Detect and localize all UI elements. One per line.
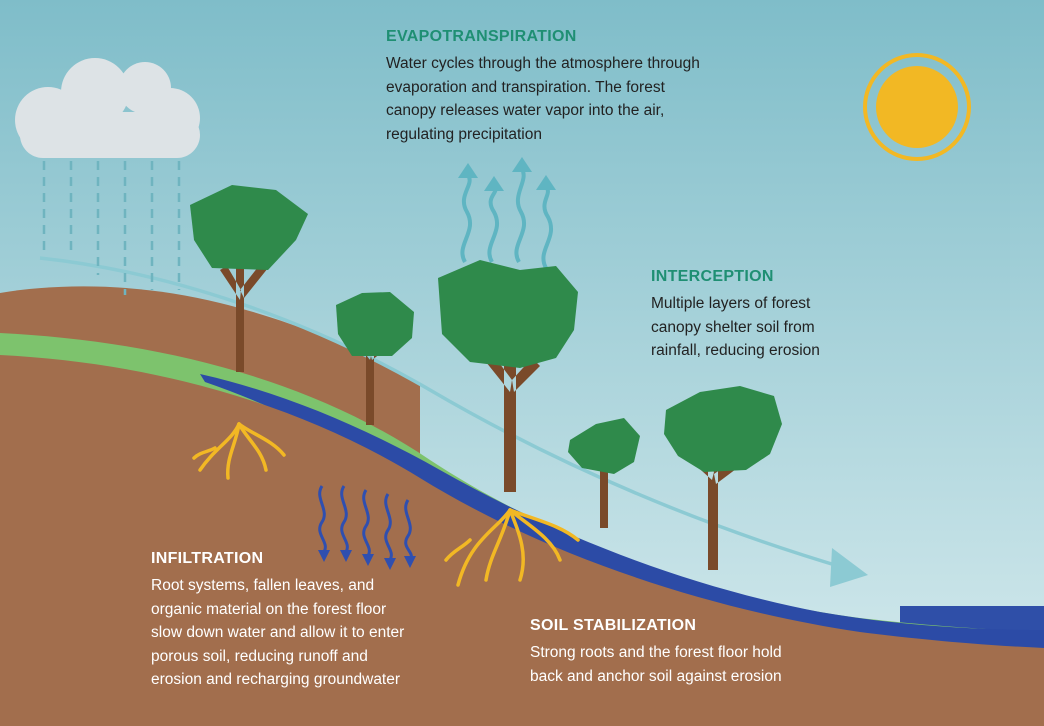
soil-stabilization-description: Strong roots and the forest floor hold b… xyxy=(530,644,782,685)
vapor-arrow-icon xyxy=(460,167,554,269)
tree-icon xyxy=(664,386,782,570)
evapotranspiration-label: EVAPOTRANSPIRATION Water cycles through … xyxy=(386,28,766,146)
infiltration-label: INFILTRATION Root systems, fallen leaves… xyxy=(151,550,481,692)
sun-icon xyxy=(863,53,971,161)
evapotranspiration-title: EVAPOTRANSPIRATION xyxy=(386,28,577,45)
tree-icon xyxy=(568,418,640,528)
groundwater-stream xyxy=(200,374,1044,652)
evapotranspiration-description: Water cycles through the atmosphere thro… xyxy=(386,55,700,143)
roots-icon xyxy=(444,508,580,587)
infiltration-description: Root systems, fallen leaves, and organic… xyxy=(151,577,405,688)
vapor-arrowheads xyxy=(458,157,556,191)
rain-cloud-icon xyxy=(15,58,200,295)
infiltration-arrowheads xyxy=(318,550,416,570)
interception-title: INTERCEPTION xyxy=(651,268,774,285)
tree-icon xyxy=(190,185,308,372)
roots-icon xyxy=(192,422,286,480)
tree-icon xyxy=(438,260,578,492)
infiltration-title: INFILTRATION xyxy=(151,550,264,567)
tree-icon xyxy=(336,292,414,425)
soil-stabilization-label: SOIL STABILIZATION Strong roots and the … xyxy=(530,617,860,688)
infiltration-arrow-icon xyxy=(318,485,413,561)
soil-stabilization-title: SOIL STABILIZATION xyxy=(530,617,697,634)
interception-description: Multiple layers of forest canopy shelter… xyxy=(651,295,820,359)
interception-label: INTERCEPTION Multiple layers of forest c… xyxy=(651,268,911,363)
